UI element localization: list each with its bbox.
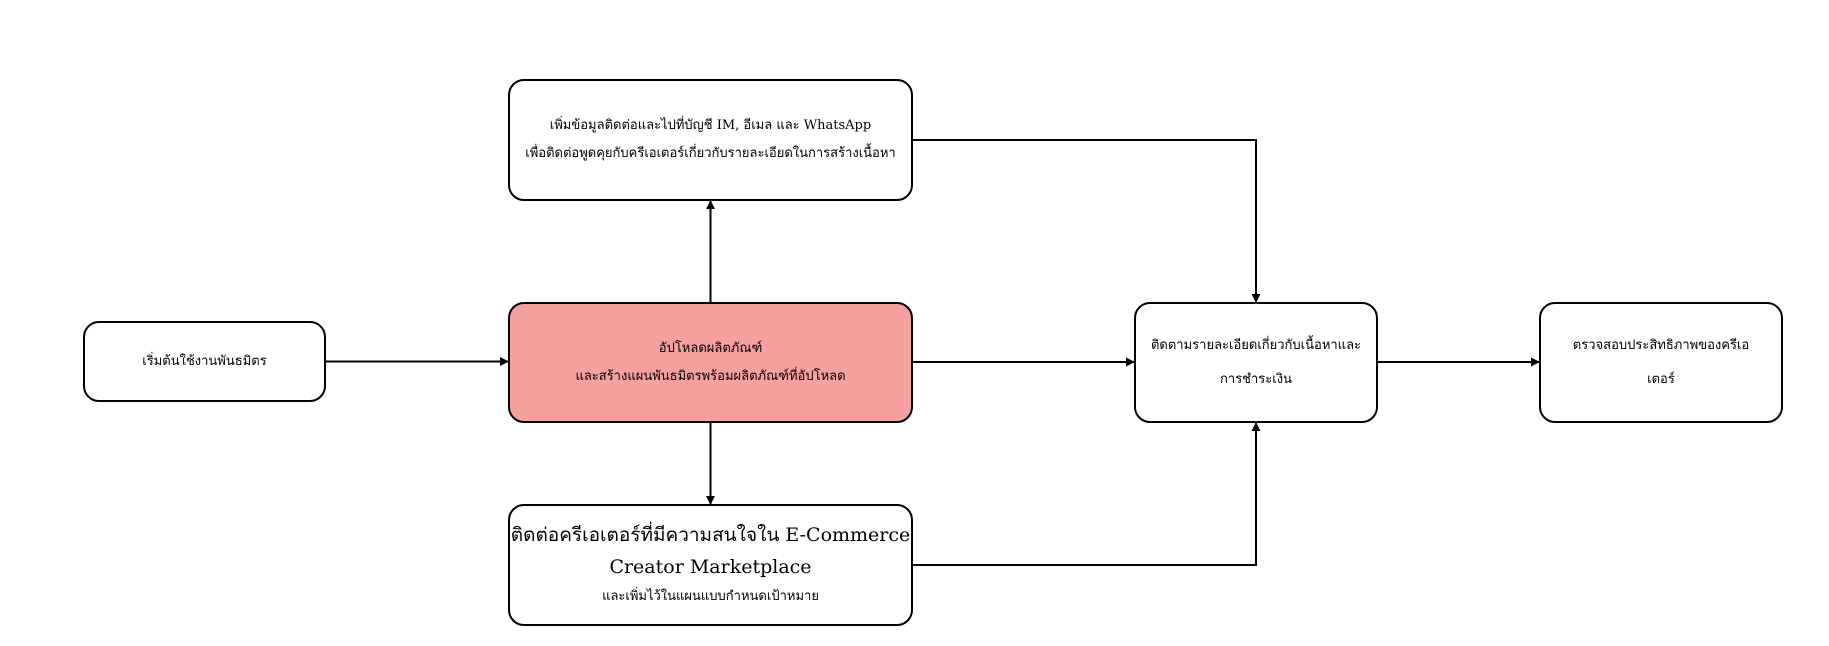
node-check-creator-performance: ตรวจสอบประสิทธิภาพของครีเอเตอร์ [1539,302,1783,423]
node-contact-creators: ติดต่อครีเอเตอร์ที่มีความสนใจใน E-Commer… [508,504,913,626]
node-creator-line-2: Creator Marketplace [609,556,812,578]
node-creator-line-3: และเพิ่มไว้ในแผนแบบกำหนดเป้าหมาย [602,589,819,604]
node-check-text: ตรวจสอบประสิทธิภาพของครีเอเตอร์ [1572,337,1750,387]
node-creator-line-1: ติดต่อครีเอเตอร์ที่มีความสนใจใน E-Commer… [510,524,911,546]
node-contact-line-2: เพื่อติดต่อพูดคุยกับครีเอเตอร์เกี่ยวกับร… [525,146,896,161]
node-track-text: ติดตามรายละเอียดเกี่ยวกับเนื้อหาและการชำ… [1150,337,1362,387]
node-add-contact-info: เพิ่มข้อมูลติดต่อและไปที่บัญชี IM, อีเมล… [508,79,913,201]
edge-creator-to-track [913,422,1261,566]
node-track-content-payment: ติดตามรายละเอียดเกี่ยวกับเนื้อหาและการชำ… [1134,302,1378,423]
node-contact-line-1: เพิ่มข้อมูลติดต่อและไปที่บัญชี IM, อีเมล… [549,118,872,133]
node-start-text: เริ่มต้นใช้งานพันธมิตร [142,353,267,369]
edge-contact-to-track [913,139,1261,303]
node-start-partnership: เริ่มต้นใช้งานพันธมิตร [83,321,326,402]
node-upload-title: อัปโหลดผลิตภัณฑ์ [658,340,763,356]
node-upload-subtitle: และสร้างแผนพันธมิตรพร้อมผลิตภัณฑ์ที่อัปโ… [575,368,846,384]
node-upload-products: อัปโหลดผลิตภัณฑ์ และสร้างแผนพันธมิตรพร้อ… [508,302,913,423]
